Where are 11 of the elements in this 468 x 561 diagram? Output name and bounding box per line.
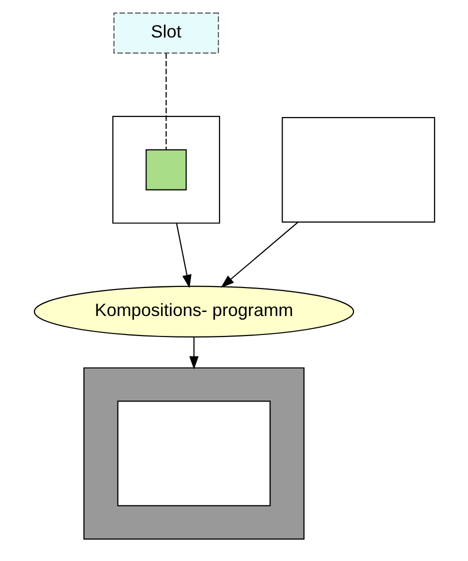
cluster	[82, 367, 304, 540]
arrow	[188, 337, 198, 370]
node-box	[281, 117, 435, 223]
arrow	[220, 222, 298, 288]
connector	[165, 53, 166, 150]
node-box	[116, 400, 270, 506]
node-ellipse: Kompositions- programm	[33, 286, 354, 338]
node-box: Slot	[112, 12, 218, 54]
cluster	[112, 116, 220, 224]
node-box	[145, 149, 186, 190]
arrow	[176, 223, 191, 288]
